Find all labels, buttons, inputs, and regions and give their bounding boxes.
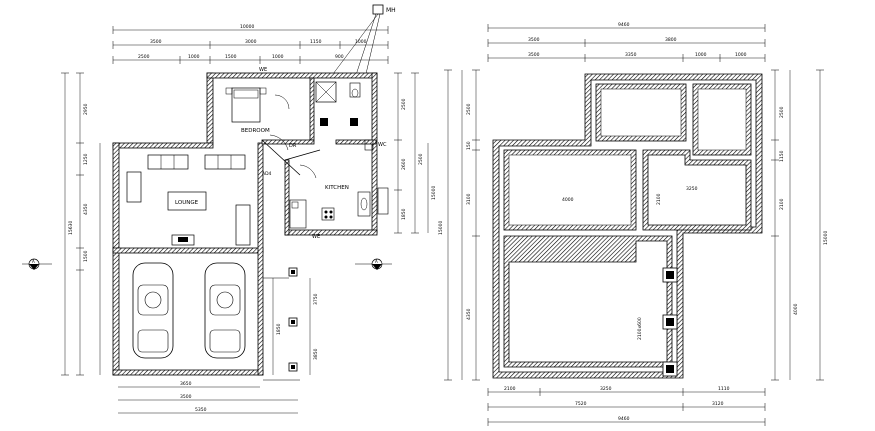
wc-label: WC [378,142,387,148]
foundation-piers [662,267,678,377]
bedroom-furniture [225,87,290,123]
ground-dim-bottom-3: 5350 [195,407,207,413]
foundation-dim-top-2a: 3500 [528,37,540,43]
foundation-dim-bottom-overall: 9460 [618,416,630,422]
foundation-dim-right-4: 4000 [793,303,799,315]
lounge-label: LOUNGE [175,200,199,206]
section-marker-right: A [355,258,392,270]
foundation-left-dimensions: 2500 150 3100 4350 15000 [438,69,480,381]
section-marker-left: A [22,258,52,270]
ground-dim-top-2c: 1150 [310,39,322,45]
ground-dim-right-2: 2600 [401,158,407,170]
ground-dim-left-1: 2950 [83,103,89,115]
ground-dim-top-3e: 900 [335,54,344,60]
ground-top-dimensions: 10000 3500 3000 1150 1000 2500 1000 1500… [112,24,389,64]
foundation-dim-left-overall: 15000 [438,221,444,235]
garage-dim-2: 3750 [313,293,319,305]
lounge-furniture [126,154,251,246]
foundation-dim-top-3b: 3350 [625,52,637,58]
garage-dim-1: 1850 [276,323,282,335]
ground-dim-right-3: 1850 [401,208,407,220]
foundation-dim-left-2: 150 [466,141,472,150]
ground-left-dimensions: 2950 1250 4350 1500 15630 [61,72,101,376]
foundation-dim-left-3: 3100 [466,193,472,205]
foundation-plan: 4000 3250 2100 2100x600 9460 3500 3800 3… [438,22,829,426]
ground-dim-top-3c: 1500 [225,54,237,60]
foundation-dim-top-2b: 3800 [665,37,677,43]
ground-dim-top-overall: 10000 [240,24,254,30]
foundation-dim-bottom-2b: 3120 [712,401,724,407]
foundation-dim-bottom-1c: 1110 [718,386,730,392]
foundation-dim-top-3c: 1000 [695,52,707,58]
foundation-dim-top-overall: 9460 [618,22,630,28]
manhole-box [372,4,384,15]
manhole-label: MH [386,7,396,14]
garage-side-dimensions: 1850 3750 3850 [272,278,319,375]
foundation-inner-label-4: 2100x600 [637,317,643,340]
ground-dim-left-2: 1250 [83,153,89,165]
ground-dim-right-overall: 15000 [431,186,437,200]
foundation-dim-right-3: 2100 [779,198,785,210]
kitchen-fixtures [289,187,389,229]
garage-cars [132,262,246,359]
foundation-inner-label-3: 2100 [656,193,662,205]
kitchen-label: KITCHEN [325,185,349,191]
foundation-dim-left-1: 2500 [466,103,472,115]
ground-walls [112,72,378,381]
ground-dim-top-2d: 1000 [355,39,367,45]
foundation-dim-right-overall: 15000 [823,231,829,245]
ground-floor-plan: 10000 3500 3000 1150 1000 2500 1000 1500… [22,4,437,414]
ground-dim-top-3d: 1000 [272,54,284,60]
ground-dim-right-1: 2500 [401,98,407,110]
foundation-dim-right-1: 2500 [779,106,785,118]
foundation-inner-label-1: 4000 [562,197,574,203]
dr-angled-walls [261,134,321,179]
ground-dim-left-4: 1500 [83,250,89,262]
we-bottom-tag: WE [312,234,320,240]
section-marker-right-label: A [375,259,378,264]
ground-dim-bottom-1: 3650 [180,381,192,387]
foundation-dim-bottom-1a: 2100 [504,386,516,392]
foundation-dim-top-3a: 3500 [528,52,540,58]
ground-dim-left-overall: 15630 [68,221,74,235]
foundation-bottom-dimensions: 2100 3250 1110 7520 3120 9460 [487,386,766,426]
ad4-tag: AD4 [262,171,272,177]
foundation-dim-left-4: 4350 [466,308,472,320]
ground-dim-right-4: 2500 [418,153,424,165]
ground-dim-top-3a: 2500 [138,54,150,60]
foundation-dim-right-2: 1150 [779,150,785,162]
foundation-right-dimensions: 2500 1150 2100 4000 15000 [771,69,829,381]
foundation-walls [492,73,763,379]
foundation-dim-top-3d: 1000 [735,52,747,58]
foundation-dim-bottom-1b: 3250 [600,386,612,392]
ground-dim-top-3b: 1000 [188,54,200,60]
foundation-top-dimensions: 9460 3500 3800 3500 3350 1000 1000 [487,22,766,62]
ground-bottom-dimensions: 3650 3500 5350 [118,381,298,414]
bathroom-fixtures [315,81,374,151]
garage-dim-3: 3850 [313,348,319,360]
dr-label: DR [289,143,297,149]
foundation-inner-label-2: 3250 [686,186,698,192]
ground-dim-top-2a: 3500 [150,39,162,45]
ground-dim-top-2b: 3000 [245,39,257,45]
bedroom-label: BEDROOM [241,128,270,134]
ground-right-dimensions: 2500 2600 1850 2500 15000 [394,72,437,234]
ground-dim-left-3: 4350 [83,203,89,215]
we-top-tag: WE [259,67,267,73]
section-marker-left-label: A [32,259,35,264]
foundation-dim-bottom-2a: 7520 [575,401,587,407]
ground-dim-bottom-2: 3500 [180,394,192,400]
